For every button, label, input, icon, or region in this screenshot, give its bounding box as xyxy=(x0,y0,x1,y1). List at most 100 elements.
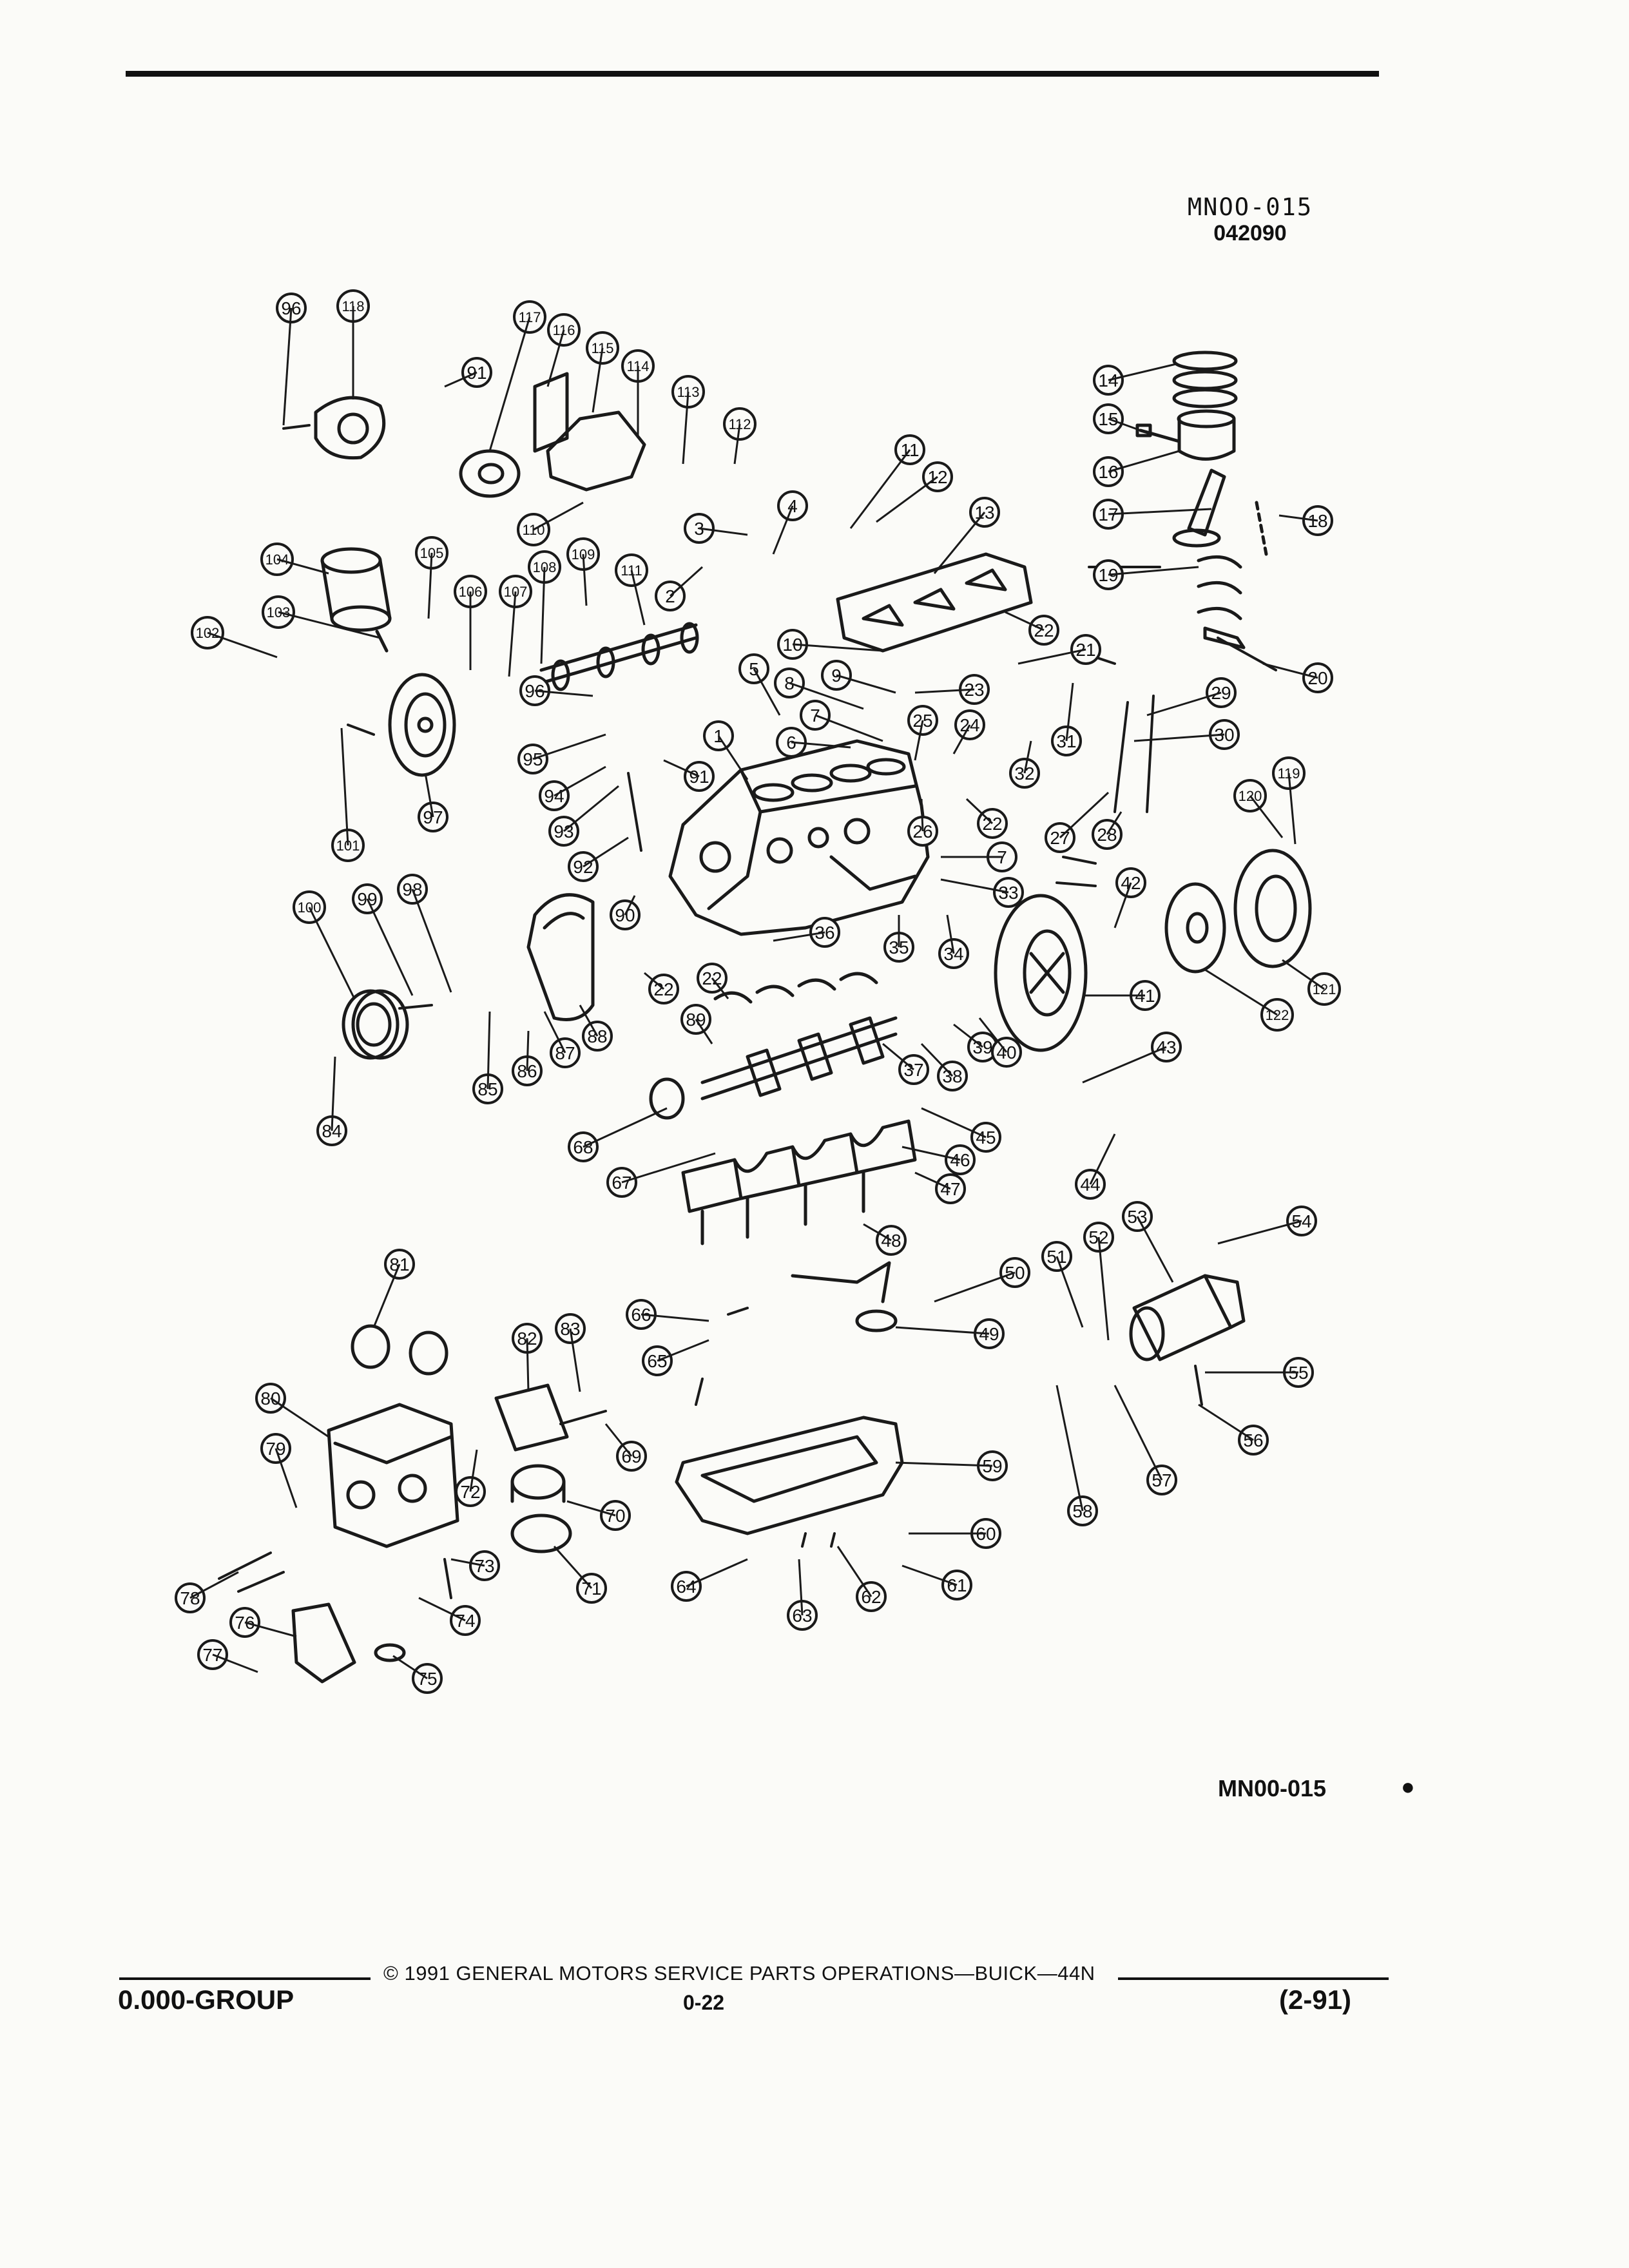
leader-line-40 xyxy=(978,1017,1008,1053)
leader-line-84 xyxy=(331,1056,336,1131)
crankshaft-drawing xyxy=(649,1016,898,1120)
leader-line-52 xyxy=(1097,1236,1110,1341)
margin-mark: ● xyxy=(1401,1773,1415,1800)
leader-line-93 xyxy=(563,785,619,832)
part-drawings xyxy=(218,351,1312,1684)
leader-line-72 xyxy=(469,1449,478,1492)
leader-line-68 xyxy=(583,1107,668,1148)
callout-number: 20 xyxy=(1307,668,1327,688)
callout-number: 73 xyxy=(474,1556,494,1576)
leader-line-44 xyxy=(1089,1133,1116,1185)
callout-number: 97 xyxy=(423,807,443,827)
leader-line-20 xyxy=(1262,662,1318,679)
leader-line-2 xyxy=(669,566,704,597)
callout-number: 95 xyxy=(523,749,543,769)
leader-line-103 xyxy=(278,611,381,639)
leader-line-18 xyxy=(1278,514,1318,522)
leader-line-69 xyxy=(604,1423,633,1457)
leader-line-100 xyxy=(308,907,356,999)
water-pump-drawing xyxy=(459,372,646,498)
callout-number: 2 xyxy=(665,586,675,606)
leader-line-94 xyxy=(554,765,606,797)
leader-lines xyxy=(189,306,1325,1680)
leader-line-22 xyxy=(711,977,729,999)
leader-line-82 xyxy=(526,1338,530,1392)
cylinder-head-cover-drawing xyxy=(836,552,1033,653)
leader-line-92 xyxy=(583,836,629,868)
leader-line-31 xyxy=(1065,682,1074,742)
leader-line-91 xyxy=(663,759,700,778)
callout-number: 46 xyxy=(950,1150,970,1170)
callout-number: 40 xyxy=(996,1043,1016,1062)
leader-line-57 xyxy=(1113,1385,1163,1481)
cam-pulley-drawing xyxy=(388,673,456,777)
leader-line-85 xyxy=(487,1011,491,1090)
leader-line-117 xyxy=(488,316,531,452)
callout-number: 61 xyxy=(947,1575,967,1595)
clutch-drawing xyxy=(1164,849,1312,974)
footer-group: 0.000-GROUP xyxy=(118,1984,294,2015)
leader-line-122 xyxy=(1204,968,1278,1016)
leader-line-24 xyxy=(952,724,971,754)
callout-number: 32 xyxy=(1014,764,1034,783)
conrod-bearing-drawing xyxy=(1197,555,1246,649)
leader-line-21 xyxy=(1017,648,1086,665)
callout-number: 90 xyxy=(615,905,635,925)
callout-number: 67 xyxy=(612,1173,631,1193)
leader-line-26 xyxy=(920,798,924,832)
leader-line-101 xyxy=(340,727,349,846)
leader-line-45 xyxy=(921,1107,987,1139)
leader-line-37 xyxy=(882,1043,914,1071)
callout-number: 22 xyxy=(1034,620,1054,640)
oil-pan-drawing xyxy=(675,1416,904,1535)
leader-line-3 xyxy=(699,527,748,536)
leader-line-83 xyxy=(569,1328,581,1392)
leader-line-46 xyxy=(901,1146,961,1161)
leader-line-116 xyxy=(546,329,565,387)
leader-line-4 xyxy=(772,505,794,555)
leader-line-98 xyxy=(411,889,452,993)
callout-54: 54 xyxy=(1286,1206,1317,1236)
leader-line-109 xyxy=(582,553,588,606)
leader-line-38 xyxy=(920,1043,954,1077)
leader-line-33 xyxy=(940,878,1009,894)
leader-line-110 xyxy=(533,501,584,531)
leader-line-32 xyxy=(1023,740,1032,774)
leader-line-73 xyxy=(450,1558,485,1567)
callout-number: 72 xyxy=(460,1482,480,1502)
leader-line-54 xyxy=(1217,1220,1302,1245)
flywheel-drawing xyxy=(994,894,1088,1052)
callout-number: 44 xyxy=(1080,1175,1100,1195)
callout-number: 16 xyxy=(1098,462,1118,482)
main-bearings-upper-drawing xyxy=(713,972,878,1004)
leader-line-91 xyxy=(444,371,477,388)
callout-number: 34 xyxy=(943,944,963,964)
leader-line-108 xyxy=(540,566,546,664)
leader-line-1 xyxy=(717,735,749,780)
leader-line-48 xyxy=(863,1223,892,1242)
leader-line-81 xyxy=(372,1264,401,1328)
leader-line-96 xyxy=(282,307,293,426)
leader-line-62 xyxy=(836,1546,872,1597)
mount-pads-drawing xyxy=(351,1324,448,1376)
callout-number: 64 xyxy=(676,1577,696,1597)
footer-copyright: © 1991 GENERAL MOTORS SERVICE PARTS OPER… xyxy=(383,1962,1095,1984)
callout-number: 74 xyxy=(455,1611,475,1631)
leader-line-30 xyxy=(1133,733,1225,742)
leader-line-11 xyxy=(849,449,911,529)
leader-line-23 xyxy=(914,688,975,694)
figure-code: MN00-015 xyxy=(1218,1775,1327,1802)
leader-line-89 xyxy=(695,1019,713,1044)
footer-page-number: 0-22 xyxy=(683,1991,725,2014)
leader-line-28 xyxy=(1106,811,1123,835)
diagram-code: MNOO-015 xyxy=(1187,193,1313,221)
callout-number: 18 xyxy=(1307,511,1327,531)
leader-line-64 xyxy=(686,1558,748,1588)
diagram-date: 042090 xyxy=(1213,221,1287,245)
leader-line-111 xyxy=(630,570,646,626)
leader-line-76 xyxy=(244,1621,297,1638)
leader-line-66 xyxy=(641,1313,709,1322)
engine-mount-drawing xyxy=(327,1403,459,1548)
leader-line-13 xyxy=(933,512,986,574)
bearing-caps-drawing xyxy=(681,1119,917,1245)
